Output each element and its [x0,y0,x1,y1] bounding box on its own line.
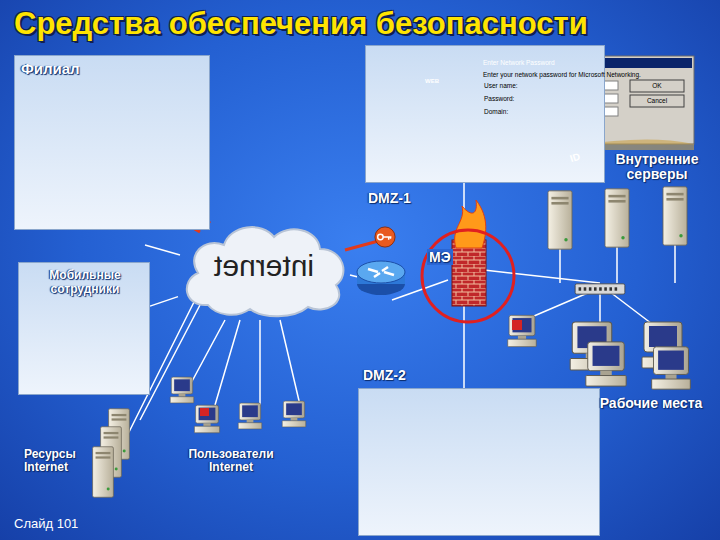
group-label: Пользователи Internet [176,448,286,474]
cloud-label: internet [178,249,350,283]
network-link [150,297,178,306]
branch-panel: Филиал [14,55,210,230]
group-label: Внутренние серверы [598,152,716,183]
button-label: Cancel [630,97,684,104]
web-badge: WEB [420,78,444,84]
group-label: Рабочие места [596,396,706,411]
panel-label: Мобильные сотрудники [19,269,151,297]
field-label: Password: [484,95,514,102]
slide-title: Средства обеспечения безопасности [14,6,588,42]
group-label: Ресурсы Internet [24,448,94,474]
mobile-panel: Мобильные сотрудники [18,262,150,395]
internet-cloud: internet [178,215,350,320]
dialog-title: Enter Network Password [483,59,555,66]
button-label: OK [630,82,684,89]
panel-label: DMZ-1 [368,190,411,206]
panel-label: Филиал [21,60,80,77]
dialog-message: Enter your network password for Microsof… [483,71,688,78]
dmz-panel: DMZ-2 [358,388,600,536]
firewall-label: МЭ [427,249,453,265]
field-label: Domain: [484,108,508,115]
panel-label: DMZ-2 [363,367,406,383]
slide-number: Слайд 101 [14,516,78,531]
field-label: User name: [484,82,518,89]
